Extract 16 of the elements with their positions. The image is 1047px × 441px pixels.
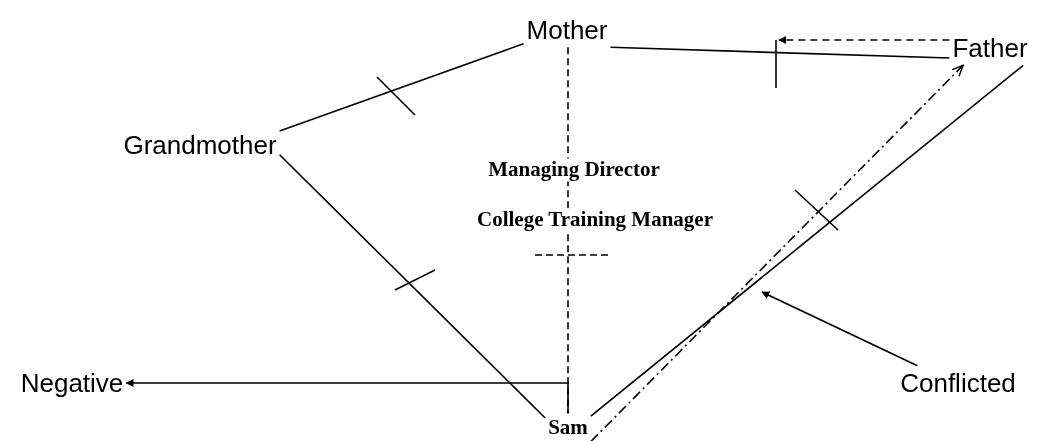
role-label: Managing Director xyxy=(488,158,660,182)
person-label: Grandmother xyxy=(123,130,277,160)
dashed-arrow xyxy=(778,36,951,44)
person-label: Mother xyxy=(526,15,608,45)
arrow xyxy=(761,291,919,367)
person-label: Conflicted xyxy=(900,368,1016,398)
arrow xyxy=(125,379,569,415)
dash-dot-arrow xyxy=(590,64,964,441)
role-label: College Training Manager xyxy=(477,208,713,232)
relationship-line xyxy=(278,153,546,419)
relationship-line xyxy=(609,39,951,89)
person-label: Sam xyxy=(548,416,588,440)
relationship-line xyxy=(590,64,1025,417)
person-label: Negative xyxy=(20,368,124,398)
relationship-line xyxy=(278,42,525,132)
person-label: Father xyxy=(952,33,1028,63)
